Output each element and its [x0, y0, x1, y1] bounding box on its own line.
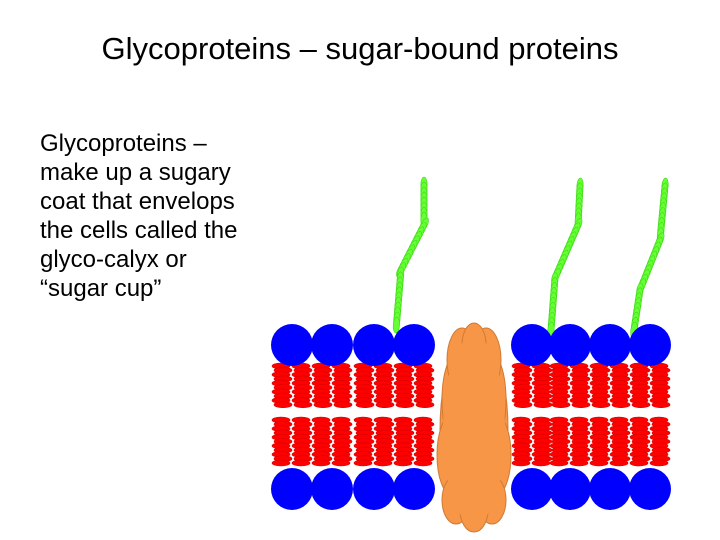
lipid-tail-segment: [571, 401, 591, 409]
slide-title: Glycoproteins – sugar-bound proteins: [101, 31, 619, 66]
phosphate-head-top: [311, 324, 353, 366]
phosphate-head-bottom: [311, 468, 353, 510]
lipid-tail-segment: [355, 401, 375, 409]
body-line-6: “sugar cup”: [40, 275, 162, 302]
phosphate-head-top: [511, 324, 553, 366]
lipid-tail-segment: [291, 459, 311, 467]
lipid-tail-segment: [589, 459, 609, 467]
body-line-3: coat that envelops: [40, 188, 235, 215]
phosphate-head-top: [353, 324, 395, 366]
lipid-tail-segment: [609, 459, 629, 467]
lipid-tail-segment: [395, 401, 415, 409]
lipid-tail-segment: [273, 401, 293, 409]
phosphate-head-bottom: [353, 468, 395, 510]
lipid-tail-segment: [649, 459, 669, 467]
body-text: Glycoproteins – make up a sugary coat th…: [40, 129, 300, 303]
lipid-tail-segment: [629, 459, 649, 467]
lipid-tail-segment: [413, 459, 433, 467]
lipid-tail-segment: [569, 459, 589, 467]
lipid-tail-segment: [375, 401, 395, 409]
phosphate-head-top: [271, 324, 313, 366]
lipid-tail-segment: [373, 459, 393, 467]
lipid-tail-segment: [533, 401, 553, 409]
phosphate-head-top: [549, 324, 591, 366]
lipid-tail-layer: [271, 362, 671, 467]
body-line-4: the cells called the: [40, 217, 238, 244]
body-line-1: Glycoproteins –: [40, 130, 207, 157]
lipid-tail-segment: [611, 401, 631, 409]
phosphate-head-bottom: [549, 468, 591, 510]
sugar-unit: [392, 316, 400, 334]
lipid-tail-segment: [551, 401, 571, 409]
lipid-tail-segment: [531, 459, 551, 467]
phosphate-head-bottom: [589, 468, 631, 510]
glycoprotein-layer: [436, 322, 512, 533]
lipid-tail-segment: [415, 401, 435, 409]
lipid-tail-segment: [353, 459, 373, 467]
lipid-tail-segment: [591, 401, 611, 409]
phosphate-head-layer: [271, 324, 671, 510]
lipid-tail-segment: [331, 459, 351, 467]
lipid-tail-segment: [651, 401, 671, 409]
glycoprotein-core: [443, 336, 505, 524]
phosphate-head-bottom: [271, 468, 313, 510]
lipid-tail-segment: [271, 459, 291, 467]
lipid-tail-segment: [513, 401, 533, 409]
lipid-tail-segment: [549, 459, 569, 467]
phosphate-head-bottom: [511, 468, 553, 510]
phosphate-head-top: [589, 324, 631, 366]
body-line-5: glyco-calyx or: [40, 246, 187, 273]
lipid-tail-segment: [631, 401, 651, 409]
lipid-tail-segment: [293, 401, 313, 409]
lipid-tail-segment: [511, 459, 531, 467]
phosphate-head-bottom: [629, 468, 671, 510]
lipid-tail-segment: [311, 459, 331, 467]
phosphate-head-top: [393, 324, 435, 366]
lipid-tail-segment: [393, 459, 413, 467]
phosphate-head-top: [629, 324, 671, 366]
sugar-chain-layer: [392, 176, 669, 339]
lipid-tail-segment: [333, 401, 353, 409]
body-line-2: make up a sugary: [40, 159, 231, 186]
lipid-tail-segment: [313, 401, 333, 409]
phosphate-head-bottom: [393, 468, 435, 510]
